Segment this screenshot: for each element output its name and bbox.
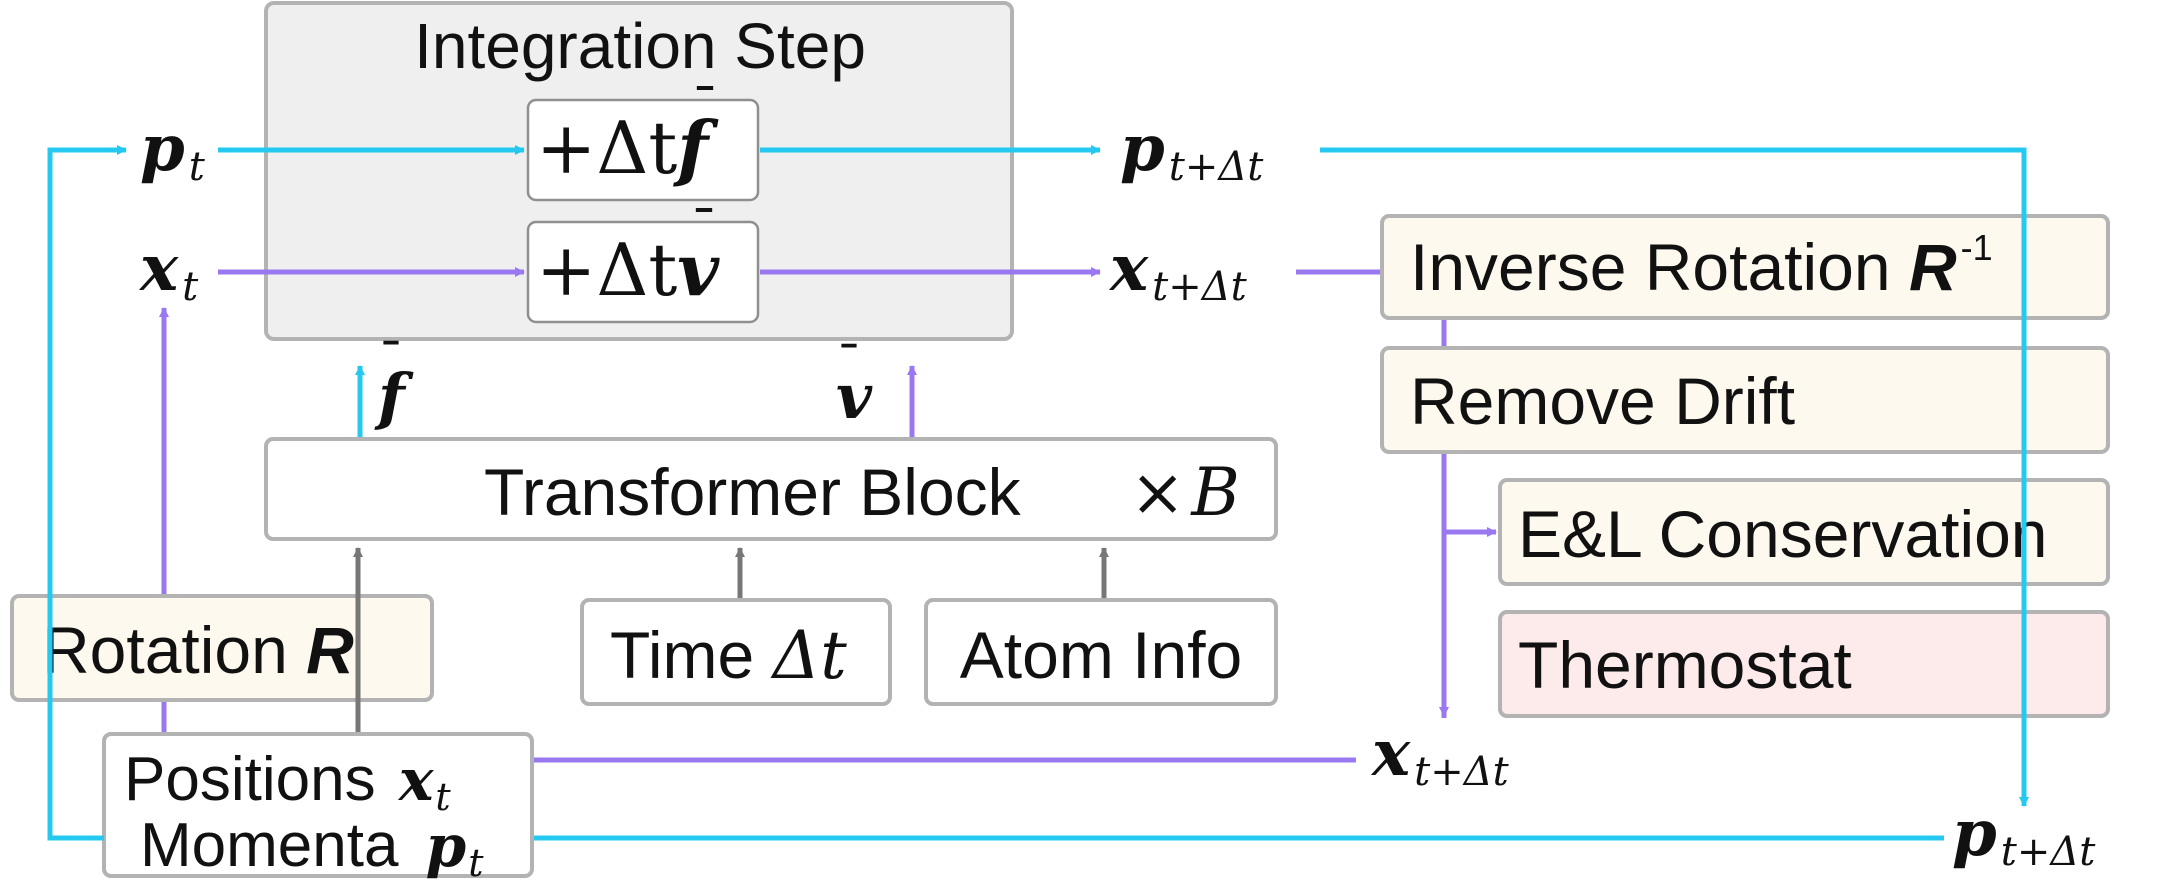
state-box (102, 732, 534, 878)
transformer-block-label: Transformer Block (484, 455, 1022, 529)
transformer-repeat: ×B (1130, 454, 1240, 531)
p-next-to-final-arrow (1320, 147, 2029, 807)
integration-step-title: Integration Step (414, 10, 866, 82)
momentum-update-box (526, 98, 760, 202)
time-box (580, 598, 892, 706)
atom-info-box (924, 598, 1278, 706)
transformer-block-box (264, 437, 1278, 541)
thermostat-box (1498, 610, 2110, 718)
thermostat-label: Thermostat (1518, 628, 1852, 702)
momenta-label: Momenta pt (140, 811, 484, 880)
remove-drift-box (1380, 346, 2110, 454)
rotation-label: Rotation R (42, 613, 354, 687)
momentum-update-bar: ¯ (691, 77, 719, 142)
f-bar-accent: ¯ (378, 333, 404, 393)
conservation-box (1498, 478, 2110, 586)
momenta-loop-arrow (47, 145, 127, 841)
conservation-label: E&L Conservation (1518, 497, 2048, 571)
v-bar-label: v (836, 360, 873, 433)
inverse-rotation-box (1380, 214, 2110, 320)
positions-label: Positions xt (124, 745, 451, 819)
rotation-box (10, 594, 434, 702)
remove-drift-label: Remove Drift (1410, 364, 1795, 438)
inverse-rotation-label: Inverse Rotation R-1 (1410, 227, 1993, 304)
v-bar-accent: ¯ (836, 336, 862, 396)
position-update-formula: +Δtv (536, 227, 720, 312)
position-update-box (526, 220, 760, 324)
position-update-bar: ¯ (690, 199, 718, 264)
time-label: Time Δt (610, 617, 847, 694)
atom-info-label: Atom Info (960, 618, 1242, 692)
